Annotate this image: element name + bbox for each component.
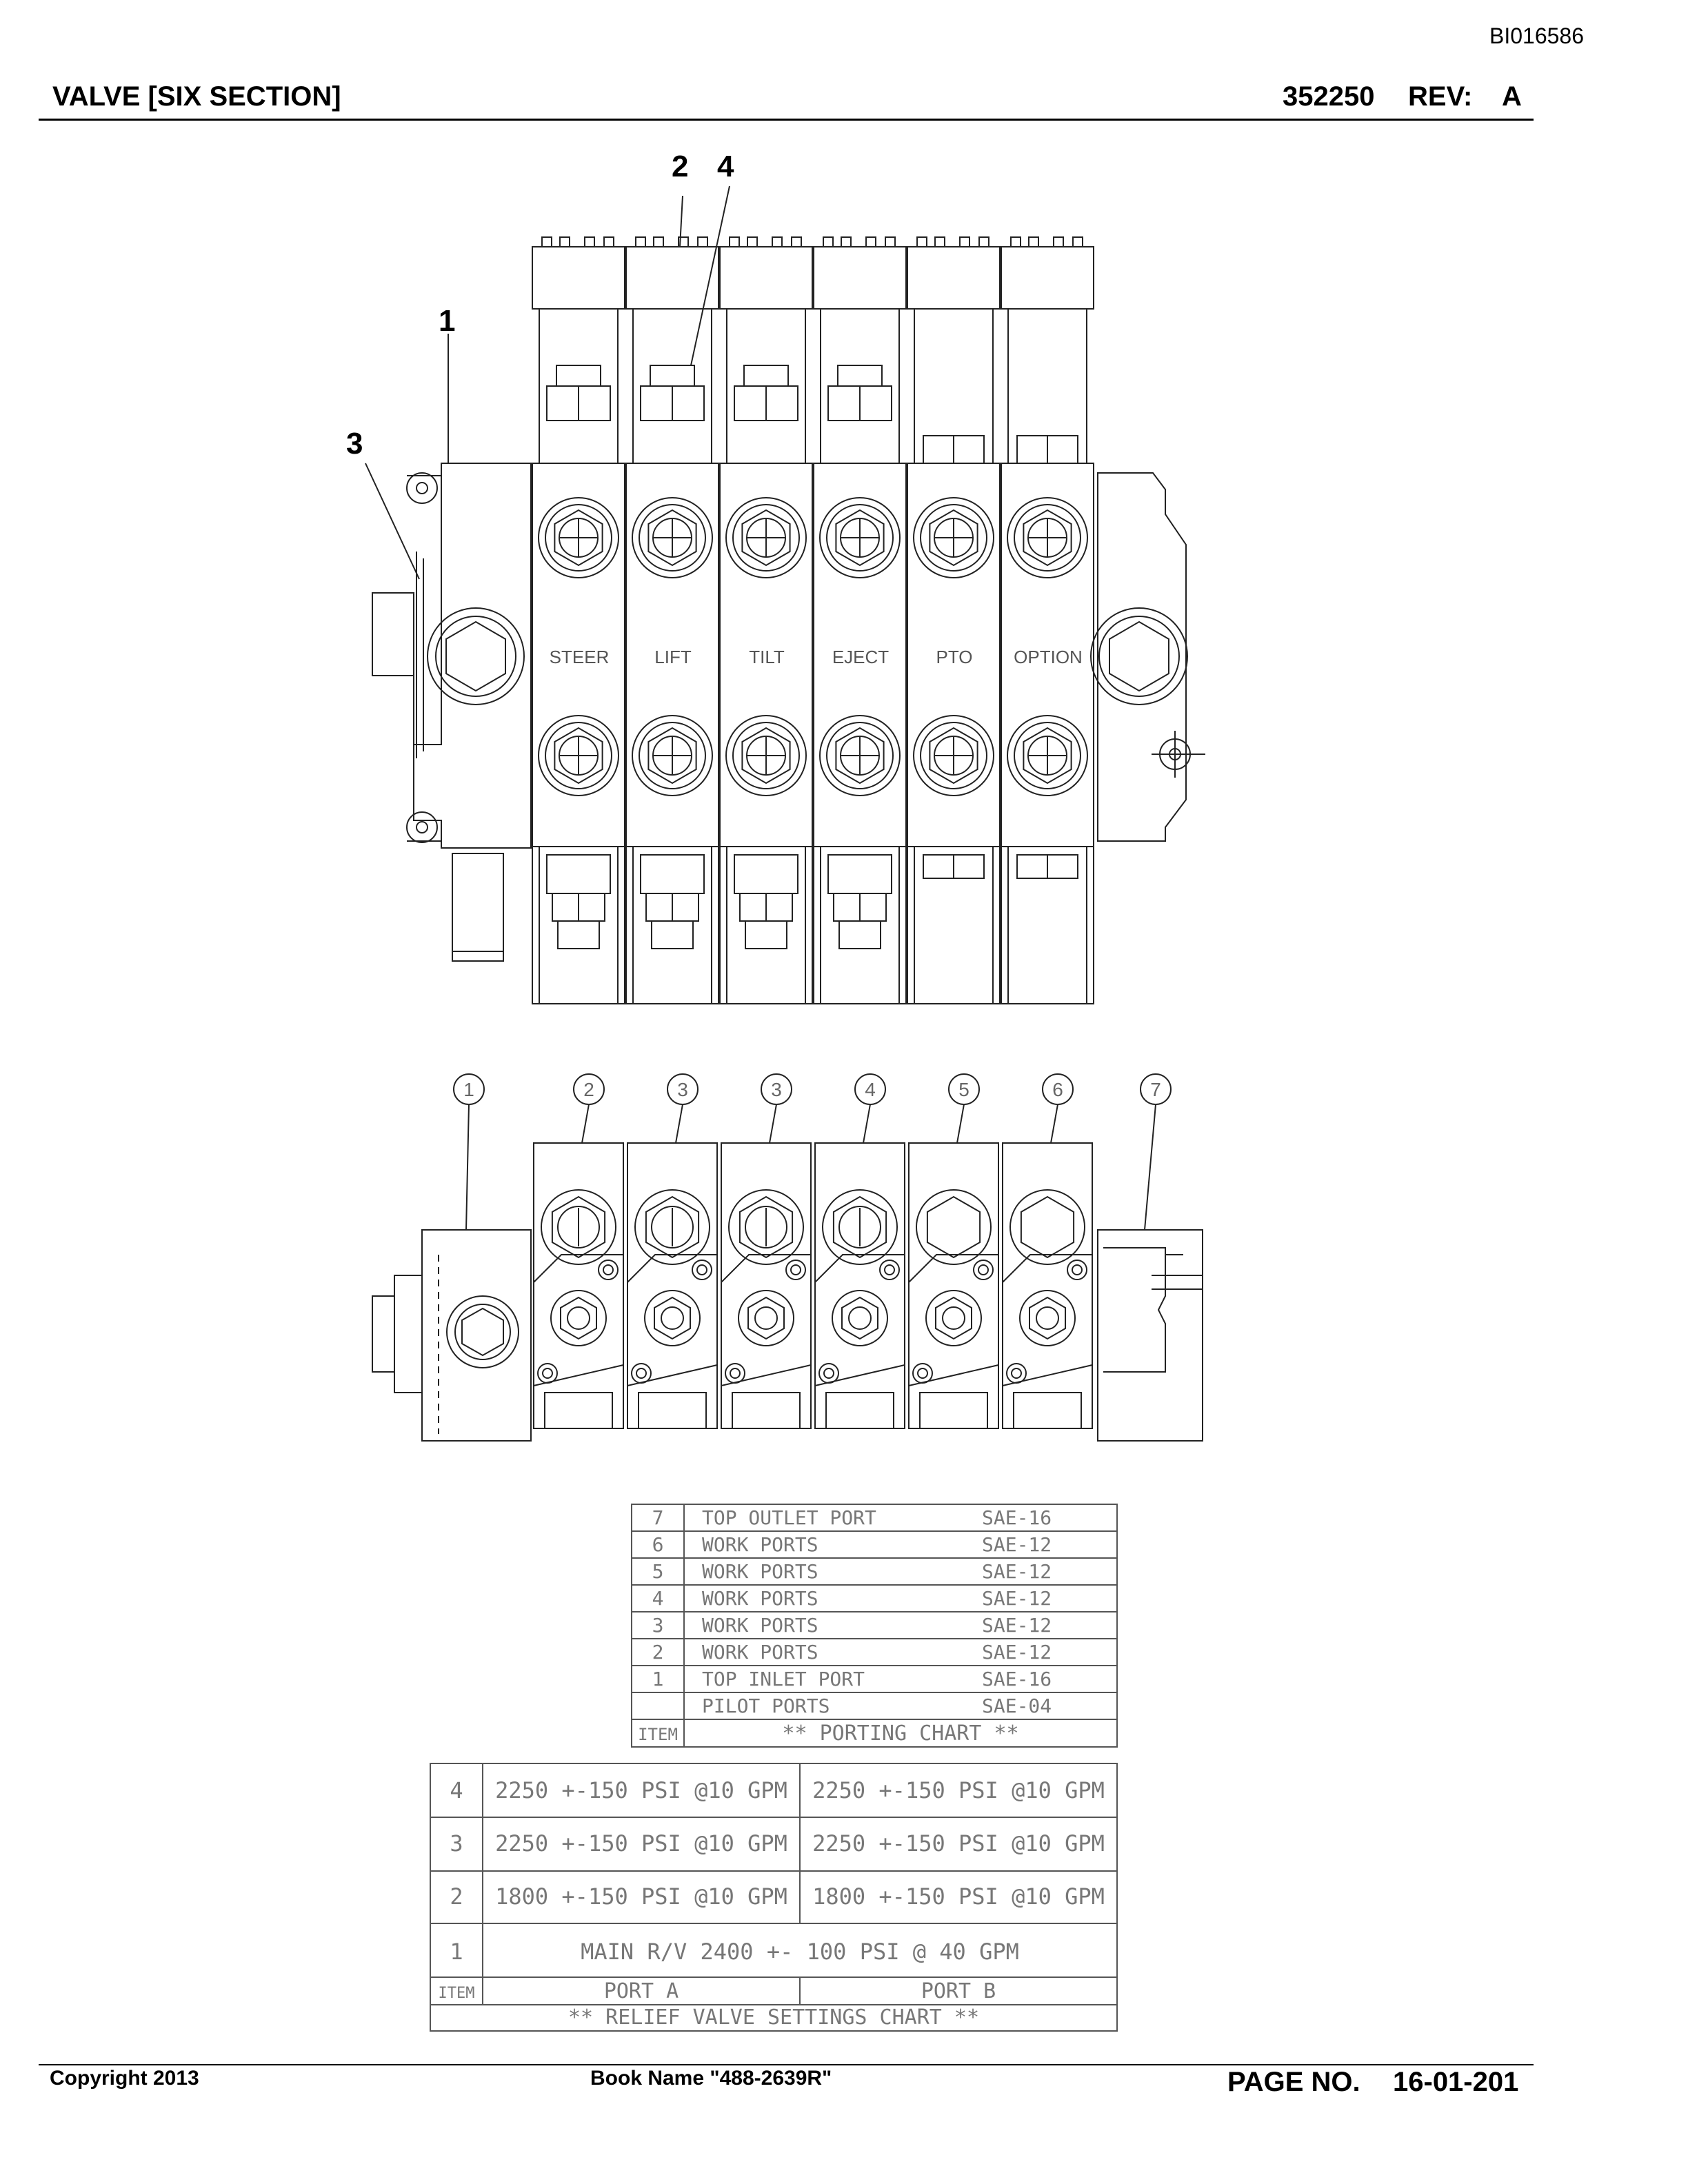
porting-desc: WORK PORTS [702, 1614, 818, 1637]
section-label-eject: EJECT [832, 647, 889, 667]
header-rule [39, 119, 1534, 121]
relief-main-item: 1 [450, 1939, 463, 1965]
valve-section-top [625, 236, 719, 1004]
porting-size: SAE-12 [982, 1614, 1052, 1637]
port-callout: 1 [453, 1073, 485, 1231]
porting-desc: WORK PORTS [702, 1560, 818, 1583]
svg-text:3: 3 [771, 1079, 782, 1100]
porting-size: SAE-12 [982, 1533, 1052, 1556]
part-number: 352250 [1283, 81, 1375, 112]
porting-size: SAE-12 [982, 1641, 1052, 1664]
port-callout: 6 [1042, 1073, 1074, 1144]
port-callout: 5 [948, 1073, 980, 1144]
valve-section-front [721, 1142, 812, 1429]
porting-size: SAE-16 [982, 1506, 1052, 1529]
relief-port-a-header: PORT A [604, 1979, 679, 2003]
valve-section-top [1001, 236, 1094, 1004]
section-label-tilt: TILT [749, 647, 785, 667]
valve-section-front [814, 1142, 905, 1429]
porting-item: 2 [652, 1641, 664, 1664]
section-label-steer: STEER [550, 647, 610, 667]
relief-item: 2 [450, 1883, 463, 1910]
document-id: BI016586 [1489, 23, 1585, 48]
porting-size: SAE-16 [982, 1668, 1052, 1690]
relief-main-text: MAIN R/V 2400 +- 100 PSI @ 40 GPM [581, 1939, 1019, 1965]
porting-item: 5 [652, 1560, 664, 1583]
port-callout: 2 [573, 1073, 605, 1144]
valve-section-front [533, 1142, 624, 1429]
port-callout: 7 [1140, 1073, 1172, 1231]
porting-item: 1 [652, 1668, 664, 1690]
callout-1: 1 [439, 304, 455, 338]
relief-port-a: 1800 +-150 PSI @10 GPM [495, 1883, 787, 1910]
svg-text:7: 7 [1150, 1079, 1161, 1100]
relief-port-b-header: PORT B [921, 1979, 996, 2003]
valve-section-front [627, 1142, 718, 1429]
valve-front-view: 1 2 3 3 4 5 6 7 [372, 1073, 1203, 1442]
section-label-option: OPTION [1014, 647, 1083, 667]
svg-text:3: 3 [677, 1079, 688, 1100]
relief-item: 4 [450, 1777, 463, 1803]
rev-value: A [1502, 81, 1522, 112]
callout-2: 2 [672, 150, 688, 183]
relief-item: 3 [450, 1830, 463, 1857]
porting-desc: WORK PORTS [702, 1533, 818, 1556]
svg-text:2: 2 [583, 1079, 594, 1100]
section-label-lift: LIFT [654, 647, 692, 667]
page-title: VALVE [SIX SECTION] [52, 81, 341, 112]
section-label-pto: PTO [936, 647, 973, 667]
copyright: Copyright 2013 [50, 2067, 199, 2090]
port-callout: 3 [761, 1073, 792, 1144]
valve-section-front [1002, 1142, 1093, 1429]
svg-text:1: 1 [463, 1079, 474, 1100]
porting-size: SAE-12 [982, 1587, 1052, 1610]
porting-desc: TOP OUTLET PORT [702, 1506, 876, 1529]
port-callout: 3 [667, 1073, 699, 1144]
porting-size: SAE-12 [982, 1560, 1052, 1583]
relief-port-b: 1800 +-150 PSI @10 GPM [812, 1883, 1105, 1910]
porting-desc: WORK PORTS [702, 1587, 818, 1610]
valve-top-view: 1 2 3 4 STEER LIFT TILT EJECT PTO OPTION [346, 150, 1205, 1004]
page-label: PAGE NO. [1227, 2067, 1360, 2097]
porting-desc: WORK PORTS [702, 1641, 818, 1664]
porting-desc: PILOT PORTS [702, 1695, 830, 1717]
porting-desc: TOP INLET PORT [702, 1668, 865, 1690]
valve-section-top [719, 236, 813, 1004]
porting-item: 3 [652, 1614, 664, 1637]
callout-3: 3 [346, 427, 363, 461]
relief-port-b: 2250 +-150 PSI @10 GPM [812, 1830, 1105, 1857]
svg-text:4: 4 [865, 1079, 876, 1100]
book-name: Book Name "488-2639R" [590, 2067, 832, 2090]
relief-item-header: ITEM [439, 1985, 475, 2002]
svg-text:5: 5 [958, 1079, 969, 1100]
porting-size: SAE-04 [982, 1695, 1052, 1717]
relief-chart-title: ** RELIEF VALVE SETTINGS CHART ** [568, 2005, 979, 2030]
porting-item: 4 [652, 1587, 664, 1610]
footer-rule [39, 2064, 1534, 2065]
valve-section-front [908, 1142, 999, 1429]
relief-port-b: 2250 +-150 PSI @10 GPM [812, 1777, 1105, 1803]
valve-section-top [532, 236, 625, 1004]
relief-port-a: 2250 +-150 PSI @10 GPM [495, 1777, 787, 1803]
callout-4: 4 [717, 150, 734, 183]
svg-text:6: 6 [1052, 1079, 1063, 1100]
porting-item: 7 [652, 1506, 664, 1529]
relief-port-a: 2250 +-150 PSI @10 GPM [495, 1830, 787, 1857]
porting-chart-title: ** PORTING CHART ** [782, 1721, 1018, 1746]
rev-label: REV: [1408, 81, 1473, 112]
port-callout: 4 [854, 1073, 886, 1144]
relief-valve-chart: 4 2250 +-150 PSI @10 GPM 2250 +-150 PSI @1… [430, 1763, 1118, 2032]
valve-section-top [813, 236, 907, 1004]
porting-item: 6 [652, 1533, 664, 1556]
valve-section-top [907, 236, 1001, 1004]
porting-item-header: ITEM [638, 1725, 678, 1744]
page-number: 16-01-201 [1393, 2067, 1519, 2097]
